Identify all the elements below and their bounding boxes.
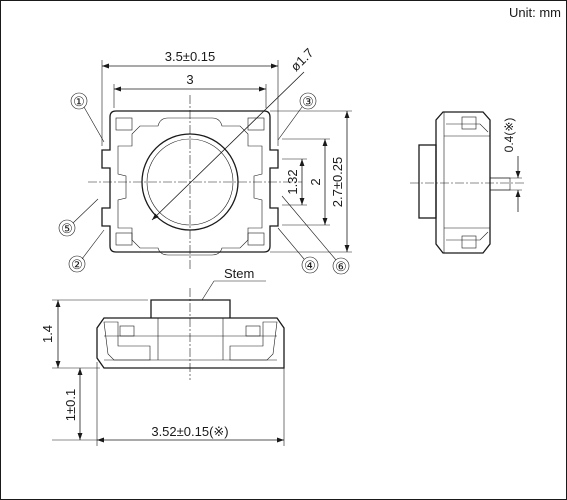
dim-height-base-label: 1±0.1 bbox=[63, 389, 78, 421]
top-view-inner-body bbox=[117, 117, 263, 256]
side-view-stem-face bbox=[418, 144, 437, 219]
callout-5-circle bbox=[58, 219, 76, 237]
front-view: Stem 1.4 1±0.1 3.52±0.15(※) bbox=[40, 266, 285, 446]
callout-6-circle bbox=[332, 257, 350, 275]
dim-height-total-label: 1.4 bbox=[40, 325, 55, 343]
callout-3-circle bbox=[299, 92, 317, 110]
callout-5: ⑤ bbox=[61, 221, 73, 236]
callout-1: ① bbox=[73, 94, 85, 109]
callout-6: ⑥ bbox=[335, 259, 347, 274]
front-view-stem bbox=[150, 299, 231, 318]
side-view-lead bbox=[489, 177, 511, 191]
stem-inner-ring bbox=[146, 138, 234, 226]
front-view-terminal-left bbox=[103, 321, 151, 361]
dim-side-offset-label: 0.4(※) bbox=[502, 118, 516, 153]
dim-overall-width-label: 3.5±0.15 bbox=[165, 49, 216, 64]
stem-label: Stem bbox=[224, 266, 254, 281]
terminal-tab-1 bbox=[115, 117, 133, 131]
callout-2: ② bbox=[71, 257, 83, 272]
side-view: 0.4(※) bbox=[410, 111, 525, 254]
callout-2-circle bbox=[68, 255, 86, 273]
stem-diameter-leader bbox=[151, 71, 305, 221]
dim-pitch-inner-label: 1.32 bbox=[285, 169, 300, 194]
front-view-body bbox=[96, 317, 285, 369]
callout-1-circle bbox=[70, 92, 88, 110]
callout-4-circle bbox=[301, 256, 319, 274]
top-view: ø1.7 3.5±0.15 3 1.32 2 2.7±0.25 ① ② bbox=[58, 45, 352, 275]
stem-diameter-label: ø1.7 bbox=[288, 45, 317, 74]
terminal-tab-3 bbox=[247, 117, 265, 131]
callout-3: ③ bbox=[302, 94, 314, 109]
dim-pitch-label: 2 bbox=[308, 178, 323, 185]
terminal-tab-2 bbox=[115, 232, 133, 246]
front-view-terminal-right bbox=[229, 321, 278, 361]
dim-body-width-label: 3 bbox=[186, 72, 193, 87]
callout-4: ④ bbox=[304, 258, 316, 273]
top-view-body-outline bbox=[101, 110, 279, 253]
terminal-tab-4 bbox=[247, 232, 265, 246]
dim-overall-height-label: 2.7±0.25 bbox=[330, 157, 345, 208]
side-view-terminal-top bbox=[461, 116, 477, 130]
dim-front-width-label: 3.52±0.15(※) bbox=[151, 424, 228, 439]
units-label: Unit: mm bbox=[509, 5, 561, 20]
side-view-terminal-bottom bbox=[461, 235, 477, 249]
